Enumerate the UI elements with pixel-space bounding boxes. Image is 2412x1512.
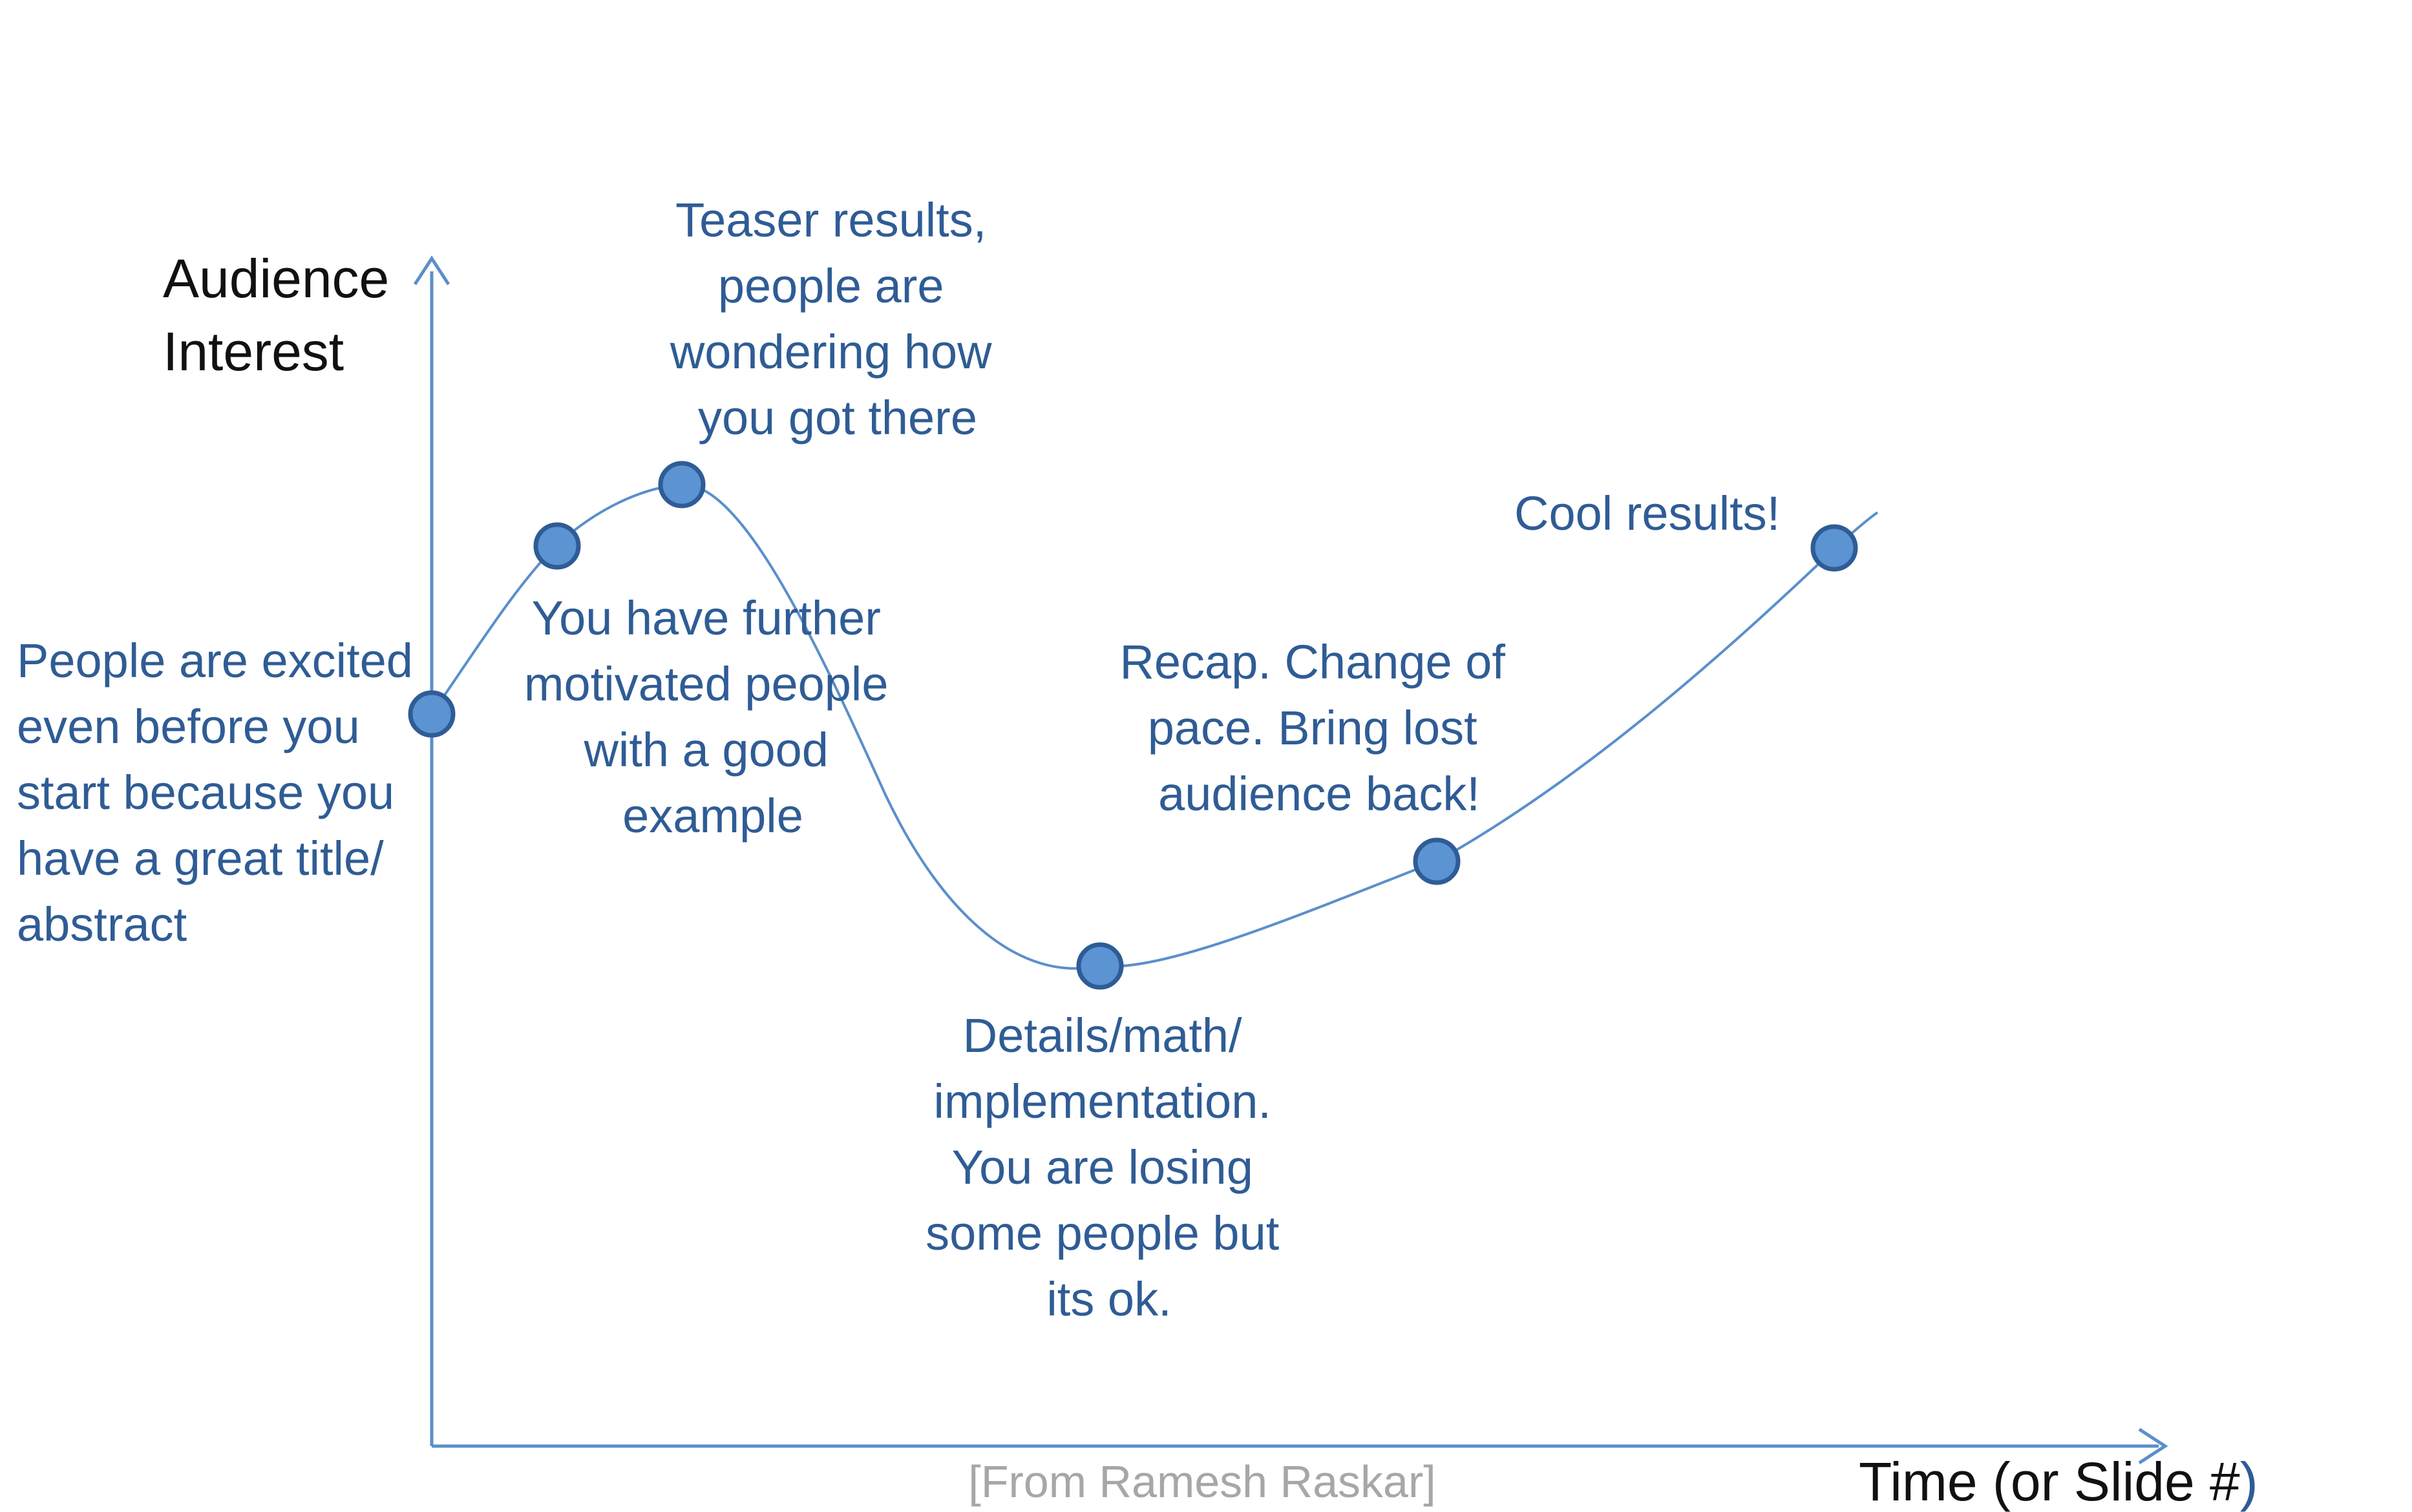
y-axis-label-line: Audience bbox=[163, 248, 389, 309]
annotation-line: start because you bbox=[17, 766, 394, 819]
x-axis-label-main: Time (or Slide # bbox=[1859, 1451, 2240, 1512]
annotation-line: some people but bbox=[926, 1206, 1280, 1260]
annotation-motivated: You have further motivated people with a… bbox=[524, 591, 902, 843]
annotation-recap: Recap. Change of pace. Bring lost audien… bbox=[1119, 635, 1518, 821]
point-marker-recap bbox=[1413, 837, 1461, 885]
annotation-line: People are excited bbox=[17, 634, 413, 688]
point-marker-teaser bbox=[658, 461, 706, 509]
point-marker-cool bbox=[1810, 524, 1858, 572]
interest-curve bbox=[430, 483, 1879, 970]
y-axis-arrowhead bbox=[413, 255, 450, 286]
annotation-cool: Cool results! bbox=[1514, 487, 1780, 540]
annotation-details: Details/math/ implementation. You are lo… bbox=[926, 1009, 1293, 1326]
y-axis-label-line: Interest bbox=[163, 321, 344, 382]
annotation-line: abstract bbox=[17, 898, 187, 951]
annotation-line: You have further bbox=[532, 591, 881, 645]
annotation-line: You are losing bbox=[952, 1140, 1253, 1194]
annotation-line: motivated people bbox=[524, 657, 889, 711]
point-marker-motivated bbox=[533, 522, 581, 570]
annotation-line: Teaser results, bbox=[675, 193, 986, 247]
source-credit: [From Ramesh Raskar] bbox=[968, 1456, 1435, 1507]
annotation-line: pace. Bring lost bbox=[1148, 701, 1477, 755]
annotation-line: wondering how bbox=[670, 325, 992, 379]
annotation-line: example bbox=[622, 789, 803, 843]
annotation-teaser: Teaser results, people are wondering how… bbox=[670, 193, 1005, 445]
annotation-line: people are bbox=[718, 259, 944, 313]
annotation-line: Details/math/ bbox=[963, 1009, 1242, 1062]
annotation-line: with a good bbox=[583, 723, 829, 777]
x-axis-label: Time (or Slide #) bbox=[1859, 1451, 2258, 1512]
annotation-line: you got there bbox=[698, 391, 977, 445]
annotation-line: even before you bbox=[17, 700, 360, 753]
y-axis-label: Audience Interest bbox=[163, 248, 405, 382]
annotation-line: Recap. Change of bbox=[1119, 635, 1505, 689]
point-marker-excited bbox=[408, 690, 456, 738]
annotation-line: audience back! bbox=[1158, 767, 1480, 821]
annotation-line: Cool results! bbox=[1514, 487, 1780, 540]
x-axis-label-close-paren: ) bbox=[2240, 1451, 2258, 1512]
annotation-line: implementation. bbox=[934, 1075, 1271, 1128]
annotation-line: have a great title/ bbox=[17, 832, 384, 885]
annotation-excited: People are excited even before you start… bbox=[17, 634, 427, 951]
x-axis-arrowhead bbox=[2138, 1427, 2168, 1465]
annotation-line: its ok. bbox=[1046, 1272, 1171, 1326]
point-marker-details bbox=[1076, 942, 1124, 990]
